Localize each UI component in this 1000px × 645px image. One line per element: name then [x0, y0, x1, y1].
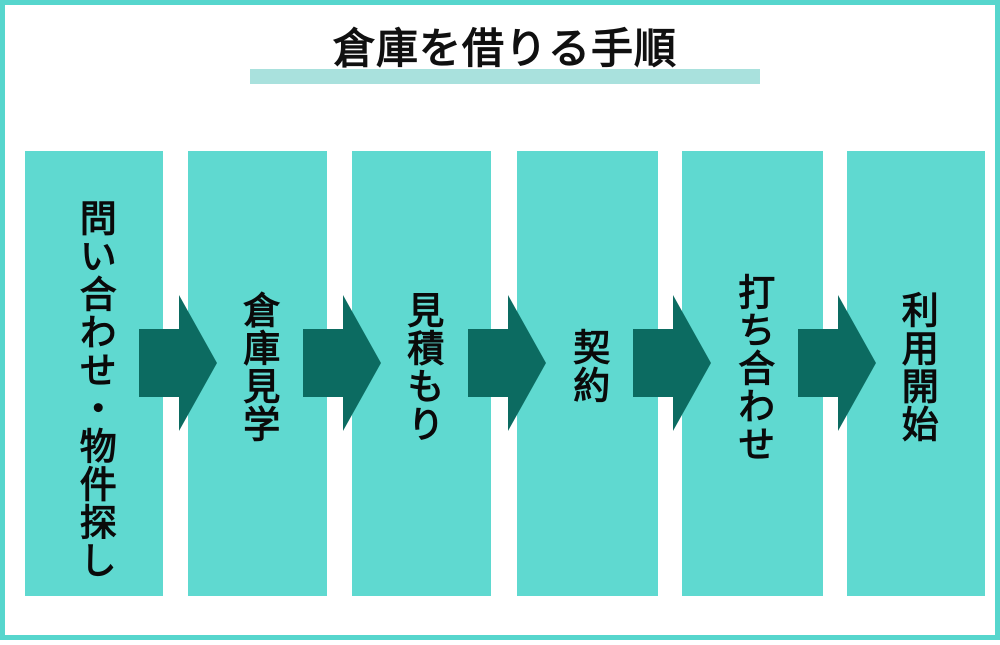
- flow-arrow-icon-2: [303, 295, 381, 431]
- process-step-label-5: 打ち合わせ: [732, 273, 774, 463]
- title-block: 倉庫を借りる手順: [5, 21, 1000, 101]
- flow-arrow-icon-1: [139, 295, 217, 431]
- process-step-label-1: 問い合わせ・物件探し: [74, 199, 116, 579]
- flow-arrow-icon-3: [468, 295, 546, 431]
- process-step-6[interactable]: 利用開始: [847, 151, 985, 596]
- process-step-1[interactable]: 問い合わせ・物件探し: [25, 151, 163, 596]
- flow-arrow-icon-4: [633, 295, 711, 431]
- flow-arrow-icon-5: [798, 295, 876, 431]
- process-flow: 問い合わせ・物件探し 倉庫見学 見積もり 契約 打ち合わせ 利用開始: [5, 5, 1000, 645]
- title-highlight-bar: [250, 69, 760, 84]
- process-step-label-2: 倉庫見学: [237, 291, 279, 443]
- page-title: 倉庫を借りる手順: [332, 25, 677, 72]
- process-step-label-6: 利用開始: [896, 291, 938, 443]
- process-step-label-3: 見積もり: [401, 291, 443, 443]
- process-step-3[interactable]: 見積もり: [352, 151, 491, 596]
- process-step-label-4: 契約: [567, 328, 609, 404]
